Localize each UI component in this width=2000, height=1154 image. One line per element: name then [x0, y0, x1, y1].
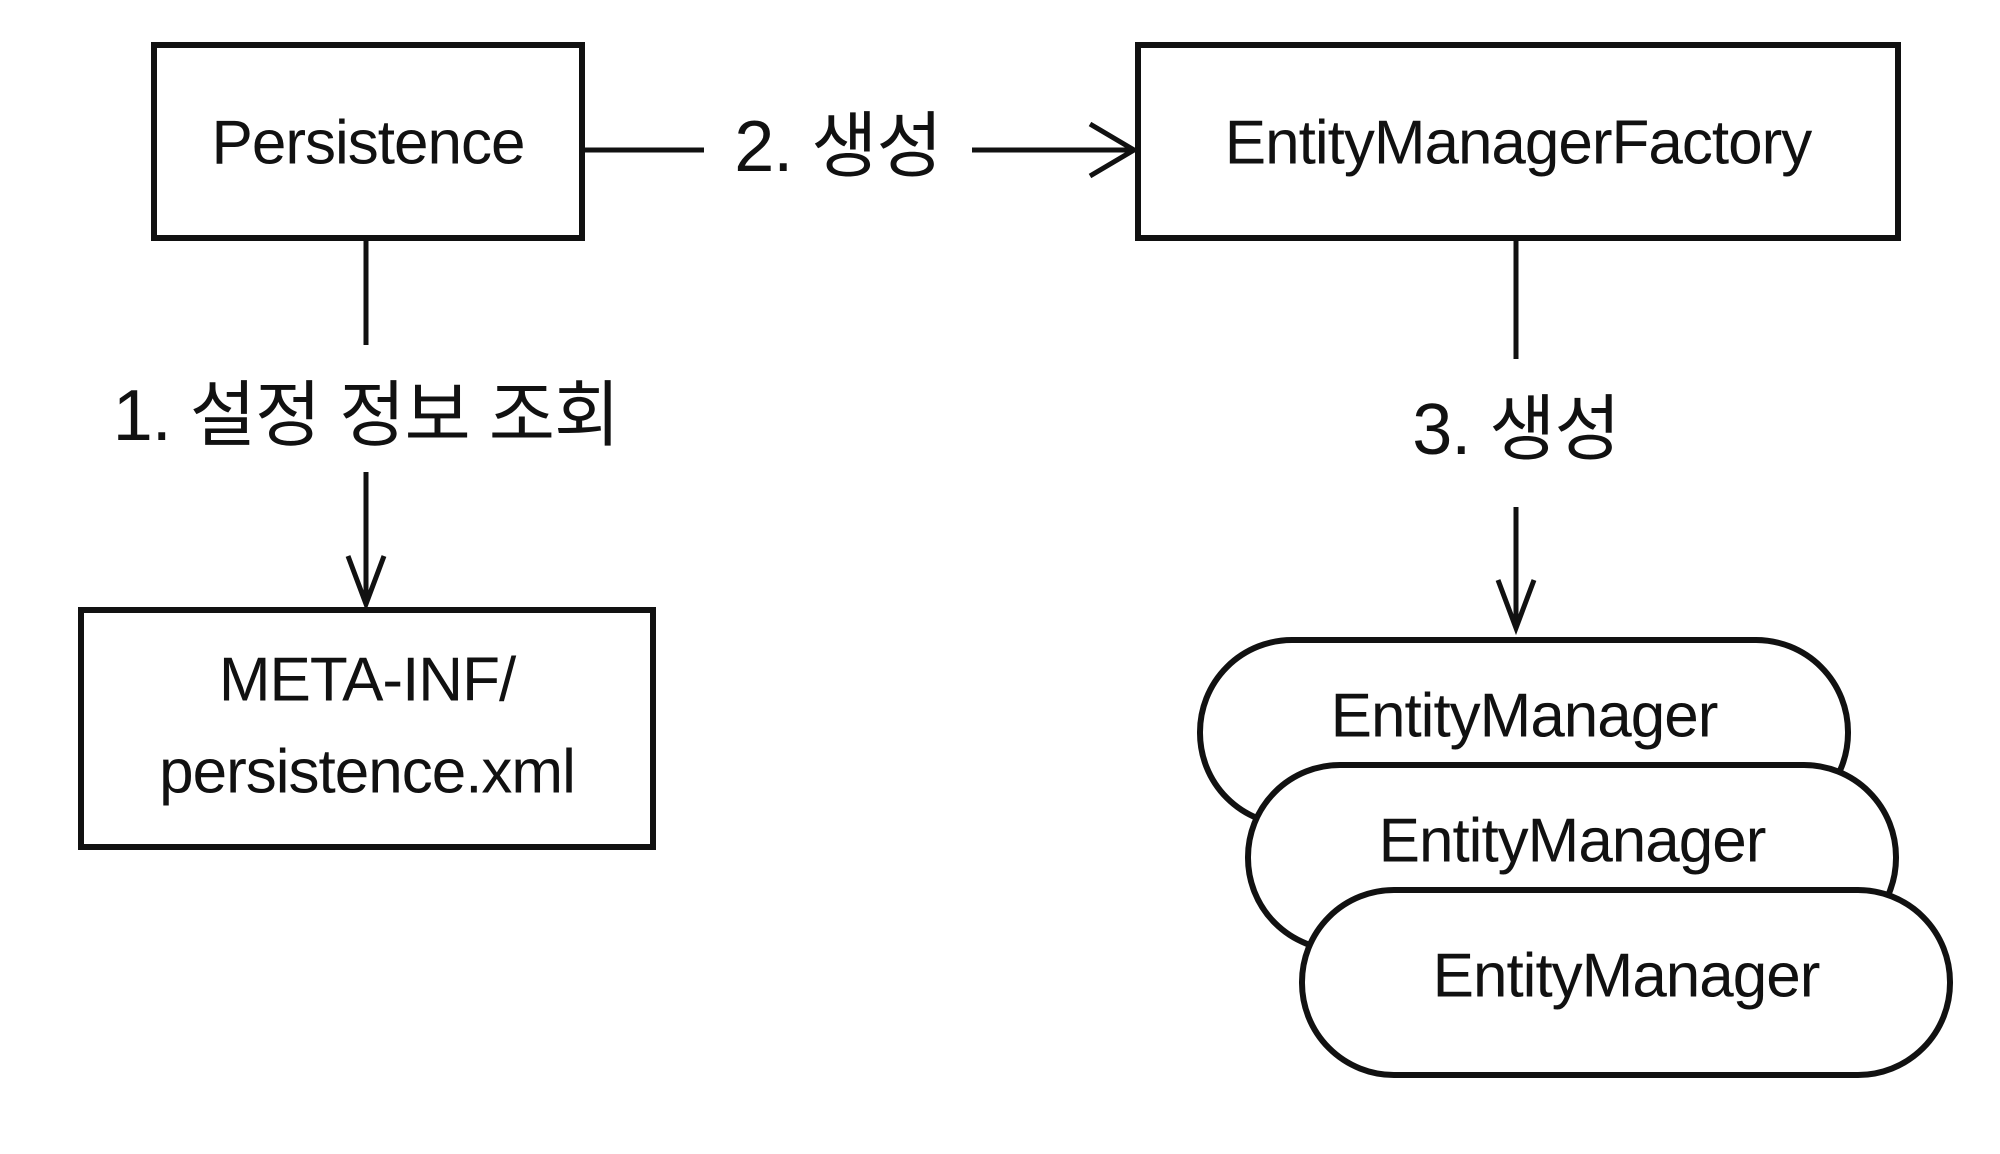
- edge-create-factory-label: 2. 생성: [734, 107, 942, 187]
- edge-create-managers: 3. 생성: [1412, 238, 1621, 636]
- node-persistence: Persistence: [151, 42, 585, 241]
- arrowhead-down-left-icon: [345, 555, 387, 612]
- persistence-box: [151, 42, 585, 241]
- edge-create-managers-label: 3. 생성: [1412, 390, 1620, 470]
- entity-manager-pill-2-label: EntityManager: [1379, 807, 1766, 876]
- edge-lookup-config: 1. 설정 정보 조회: [113, 238, 620, 612]
- entity-manager-factory-label: EntityManagerFactory: [1225, 109, 1812, 178]
- entity-manager-pill-3-shape: [1299, 887, 1953, 1078]
- persistence-xml-label-line2: persistence.xml: [159, 738, 575, 807]
- entity-manager-pill-3-label: EntityManager: [1433, 942, 1820, 1011]
- persistence-xml-label-line1: META-INF/: [219, 646, 517, 715]
- persistence-label: Persistence: [212, 109, 525, 178]
- node-entity-manager-stack: EntityManager EntityManager EntityManage…: [1197, 637, 1953, 1078]
- arrowhead-down-right-icon: [1495, 579, 1537, 636]
- entity-manager-factory-box: [1135, 42, 1901, 241]
- edge-lookup-label: 1. 설정 정보 조회: [113, 376, 620, 456]
- edge-create-factory: 2. 생성: [582, 107, 1139, 187]
- entity-manager-pill-1-label: EntityManager: [1331, 682, 1718, 751]
- arrowhead-right-icon: [1088, 121, 1139, 179]
- persistence-xml-box: [78, 607, 656, 850]
- entity-manager-pill-3: EntityManager: [1299, 887, 1953, 1078]
- node-entity-manager-factory: EntityManagerFactory: [1135, 42, 1901, 241]
- node-persistence-xml: META-INF/ persistence.xml: [78, 607, 656, 850]
